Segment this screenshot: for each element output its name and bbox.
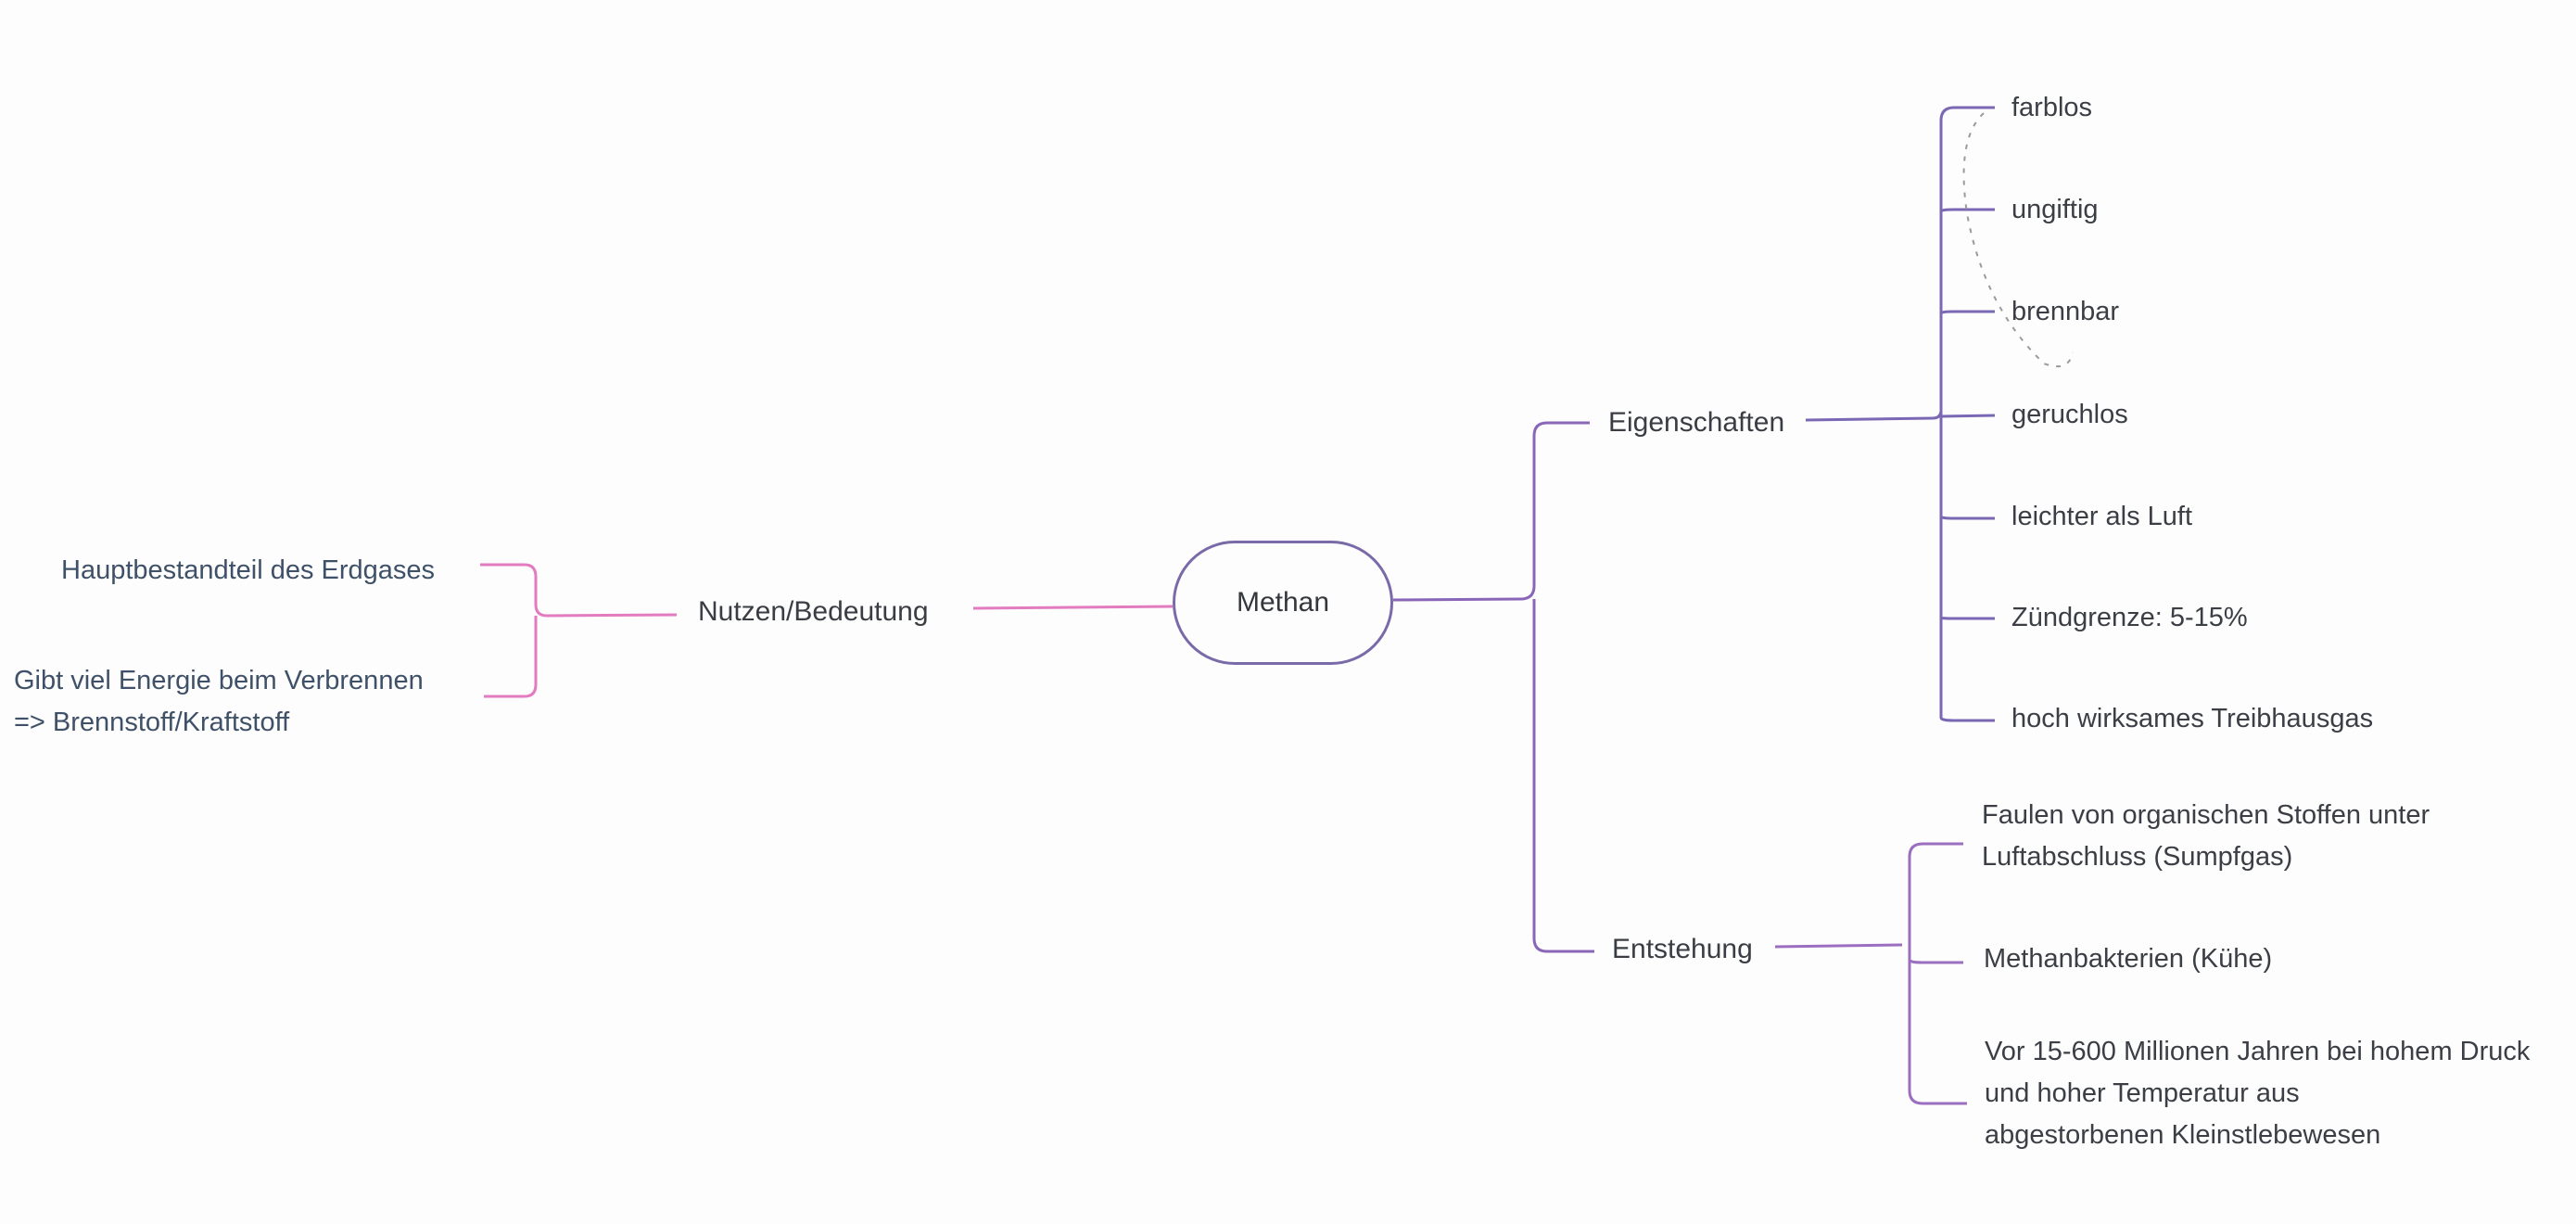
connector-eigenschaften-bracket <box>1805 106 1996 722</box>
eigenschaft-item-zuendgrenze[interactable]: Zündgrenze: 5-15% <box>2011 603 2248 632</box>
entstehung-item-faulen[interactable]: Faulen von organischen Stoffen unter Luf… <box>1982 800 2430 872</box>
eigenschaft-item-treibhausgas[interactable]: hoch wirksames Treibhausgas <box>2011 704 2374 733</box>
eigenschaft-item-geruchlos[interactable]: geruchlos <box>2011 400 2128 429</box>
eigenschaft-item-ungiftig[interactable]: ungiftig <box>2011 195 2099 224</box>
eigenschaft-item-brennbar[interactable]: brennbar <box>2011 297 2120 326</box>
dotted-annotation <box>1962 112 2074 367</box>
branch-label-nutzen[interactable]: Nutzen/Bedeutung <box>698 596 929 627</box>
connector-entstehung-bracket <box>1774 842 1967 1105</box>
entstehung-item-bakterien[interactable]: Methanbakterien (Kühe) <box>1984 944 2273 974</box>
connector-nutzen-bracket <box>480 563 678 698</box>
center-node-label: Methan <box>1236 587 1330 618</box>
branch-label-entstehung[interactable]: Entstehung <box>1612 934 1753 964</box>
connector-eigenschaften-junction <box>1932 409 1943 420</box>
connector-center-nutzen <box>972 605 1174 610</box>
left-item-energie[interactable]: Gibt viel Energie beim Verbrennen => Bre… <box>14 666 424 737</box>
center-node[interactable]: Methan <box>1173 541 1393 665</box>
eigenschaft-item-leichter[interactable]: leichter als Luft <box>2011 502 2193 531</box>
entstehung-item-millionen[interactable]: Vor 15-600 Millionen Jahren bei hohem Dr… <box>1985 1037 2531 1150</box>
left-item-erdgas[interactable]: Hauptbestandteil des Erdgases <box>61 555 436 585</box>
branch-label-eigenschaften[interactable]: Eigenschaften <box>1608 407 1785 438</box>
eigenschaft-item-farblos[interactable]: farblos <box>2011 93 2093 122</box>
connector-center-trunk <box>1392 421 1594 953</box>
